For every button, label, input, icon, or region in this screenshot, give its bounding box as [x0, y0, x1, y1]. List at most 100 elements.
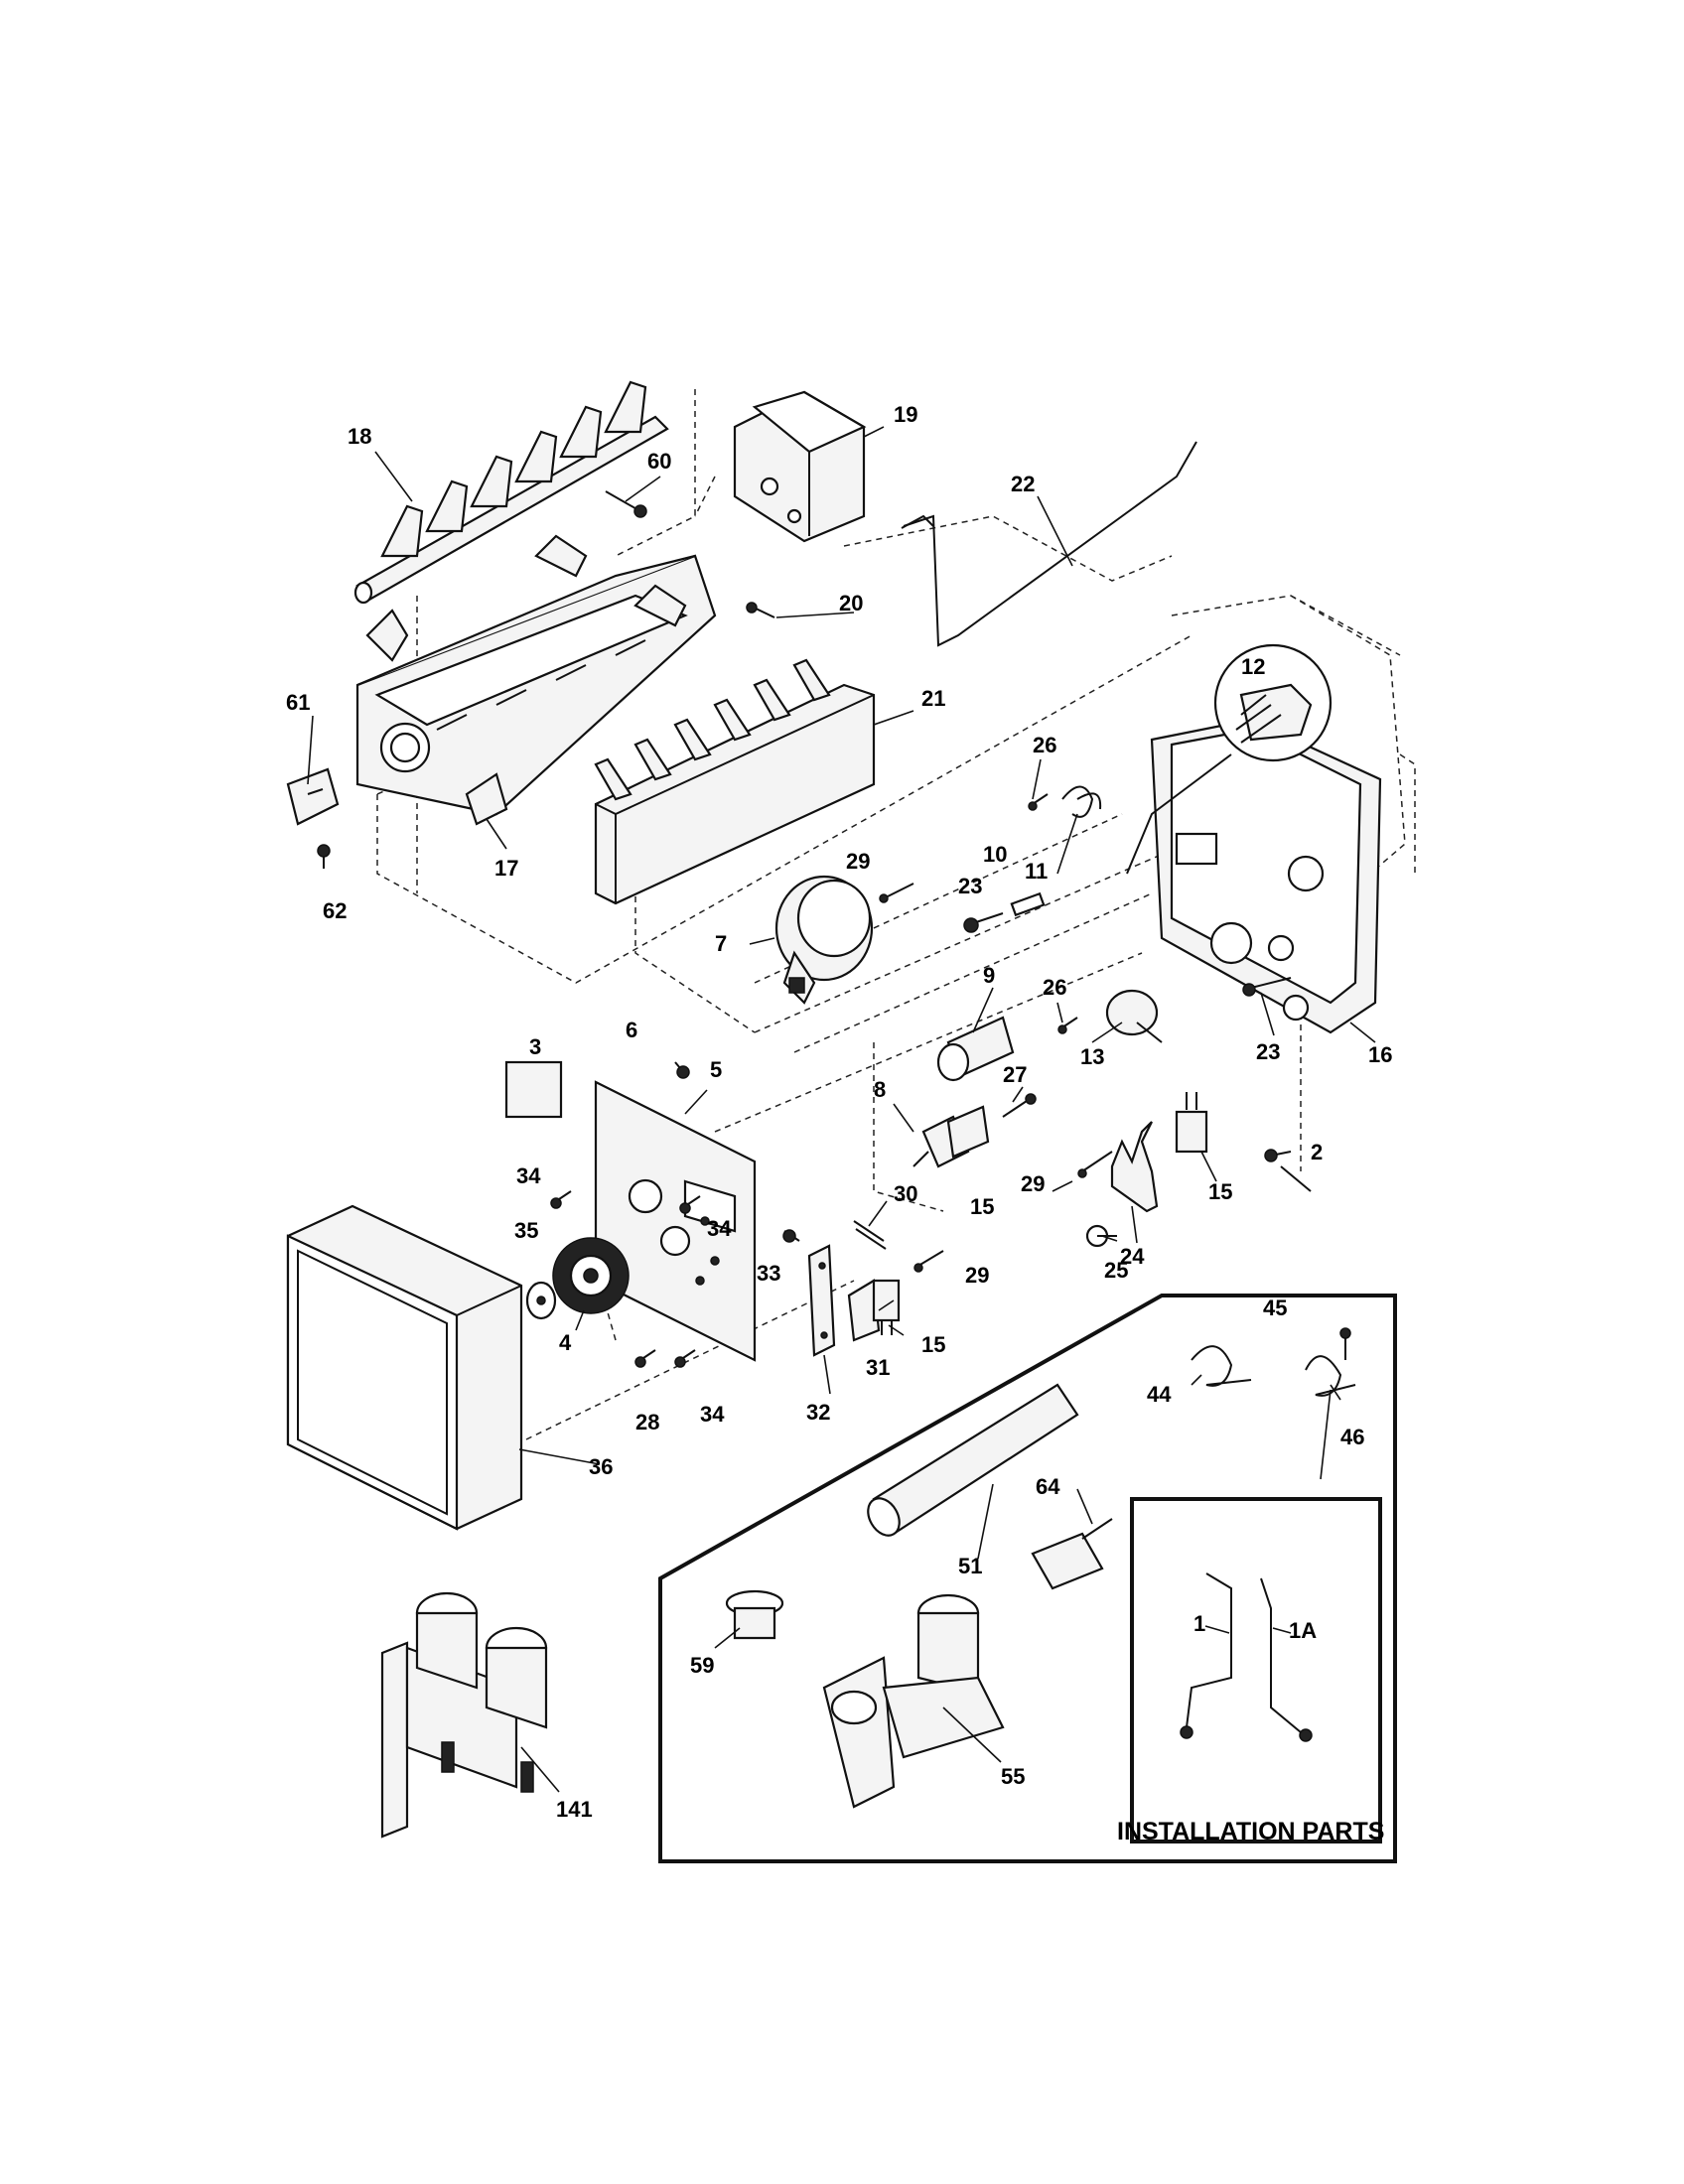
grommet-59	[725, 1589, 784, 1640]
callout-15a: 15	[970, 1194, 994, 1219]
callout-30: 30	[894, 1181, 917, 1206]
callout-2: 2	[1311, 1140, 1323, 1164]
callout-15c: 15	[921, 1332, 945, 1357]
screw-28	[634, 1349, 656, 1368]
screw-34b	[679, 1195, 701, 1214]
drive-motor	[774, 875, 874, 1005]
callout-12: 12	[1241, 654, 1265, 679]
callout-34c: 34	[700, 1402, 725, 1427]
callout-5: 5	[710, 1057, 722, 1082]
bracket-61	[286, 767, 340, 826]
washer-35	[525, 1281, 557, 1320]
callout-34b: 34	[707, 1216, 732, 1241]
callout-23b: 23	[1256, 1039, 1280, 1064]
clamp-46	[1305, 1355, 1356, 1397]
fill-cup	[733, 390, 867, 543]
callout-61: 61	[286, 690, 310, 715]
screw-62	[317, 844, 331, 869]
callout-16: 16	[1368, 1042, 1392, 1067]
callout-23a: 23	[958, 874, 982, 898]
callout-26b: 26	[1043, 975, 1066, 1000]
screw-34c	[674, 1349, 696, 1368]
callout-4: 4	[559, 1330, 572, 1355]
callout-3: 3	[529, 1034, 541, 1059]
clamp-44	[1191, 1345, 1252, 1387]
callout-22: 22	[1011, 472, 1035, 496]
installation-parts-label: INSTALLATION PARTS	[1117, 1818, 1384, 1845]
callout-45: 45	[1263, 1296, 1287, 1320]
bracket-32	[807, 1244, 836, 1357]
callout-36: 36	[589, 1454, 613, 1479]
screw-23a	[963, 912, 1004, 933]
screw-29b	[1077, 1151, 1113, 1178]
screw-29a	[879, 883, 914, 903]
shutoff-arm-wire	[901, 441, 1197, 647]
thermostat-13	[1105, 989, 1163, 1043]
callout-9: 9	[983, 963, 995, 988]
ice-mold-tray	[355, 534, 717, 826]
pin-10	[1010, 891, 1046, 917]
screw-45	[1339, 1327, 1351, 1360]
screw-23b	[1242, 977, 1292, 997]
screw-20	[746, 602, 775, 618]
callout-13: 13	[1080, 1044, 1104, 1069]
screw-27	[1002, 1093, 1037, 1118]
clip-64	[1031, 1518, 1113, 1590]
water-valve-141	[380, 1591, 548, 1839]
wire-harness-1	[1180, 1572, 1232, 1739]
callout-15b: 15	[1208, 1179, 1232, 1204]
callout-1: 1	[1193, 1611, 1205, 1636]
clip-11	[1061, 785, 1102, 818]
fill-tube-51	[867, 1383, 1079, 1537]
callout-10: 10	[983, 842, 1007, 867]
leader-lines	[307, 426, 1376, 1793]
callout-29b: 29	[1021, 1171, 1045, 1196]
callout-20: 20	[839, 591, 863, 615]
callout-31: 31	[866, 1355, 890, 1380]
wiring-harness-connector-detail	[1126, 643, 1333, 875]
callout-59: 59	[690, 1653, 714, 1678]
callout-141: 141	[556, 1797, 593, 1822]
callout-34a: 34	[516, 1163, 541, 1188]
cam-9	[936, 1016, 1015, 1082]
part-2	[1264, 1149, 1312, 1192]
callout-29a: 29	[846, 849, 870, 874]
timing-gear	[552, 1237, 630, 1314]
callout-1A: 1A	[1289, 1618, 1317, 1643]
wire-harness-1a	[1260, 1577, 1313, 1742]
screw-25	[1085, 1224, 1117, 1248]
switch-15c	[872, 1279, 901, 1335]
callout-21: 21	[921, 686, 945, 711]
callout-60: 60	[647, 449, 671, 474]
water-valve-55	[822, 1593, 1005, 1809]
callout-19: 19	[894, 402, 917, 427]
callout-32: 32	[806, 1400, 830, 1425]
switch-15a	[946, 1105, 990, 1159]
callout-24: 24	[1120, 1244, 1145, 1269]
installation-parts-box	[658, 1294, 1397, 1863]
callout-17: 17	[494, 856, 518, 881]
screw-26b	[1057, 1017, 1078, 1034]
callout-44: 44	[1147, 1382, 1172, 1407]
callout-11: 11	[1025, 859, 1048, 884]
shield-31	[847, 1279, 881, 1342]
mounting-plate	[594, 1080, 757, 1362]
stripper-with-fingers	[594, 658, 876, 905]
pin-30	[853, 1220, 887, 1250]
front-cover	[286, 1204, 523, 1531]
screw-34a	[550, 1190, 572, 1209]
screw-6	[674, 1061, 690, 1079]
callout-55: 55	[1001, 1764, 1025, 1789]
callout-62: 62	[323, 898, 347, 923]
screw-60	[605, 490, 647, 518]
callout-33: 33	[757, 1261, 780, 1286]
callout-64: 64	[1036, 1474, 1060, 1499]
ejector-blade-shaft	[353, 380, 669, 605]
screw-29c	[913, 1250, 944, 1273]
callout-25: 25	[1104, 1258, 1128, 1283]
screw-26a	[1028, 793, 1049, 811]
callout-46: 46	[1340, 1425, 1364, 1449]
callout-18: 18	[348, 424, 371, 449]
callout-29c: 29	[965, 1263, 989, 1288]
